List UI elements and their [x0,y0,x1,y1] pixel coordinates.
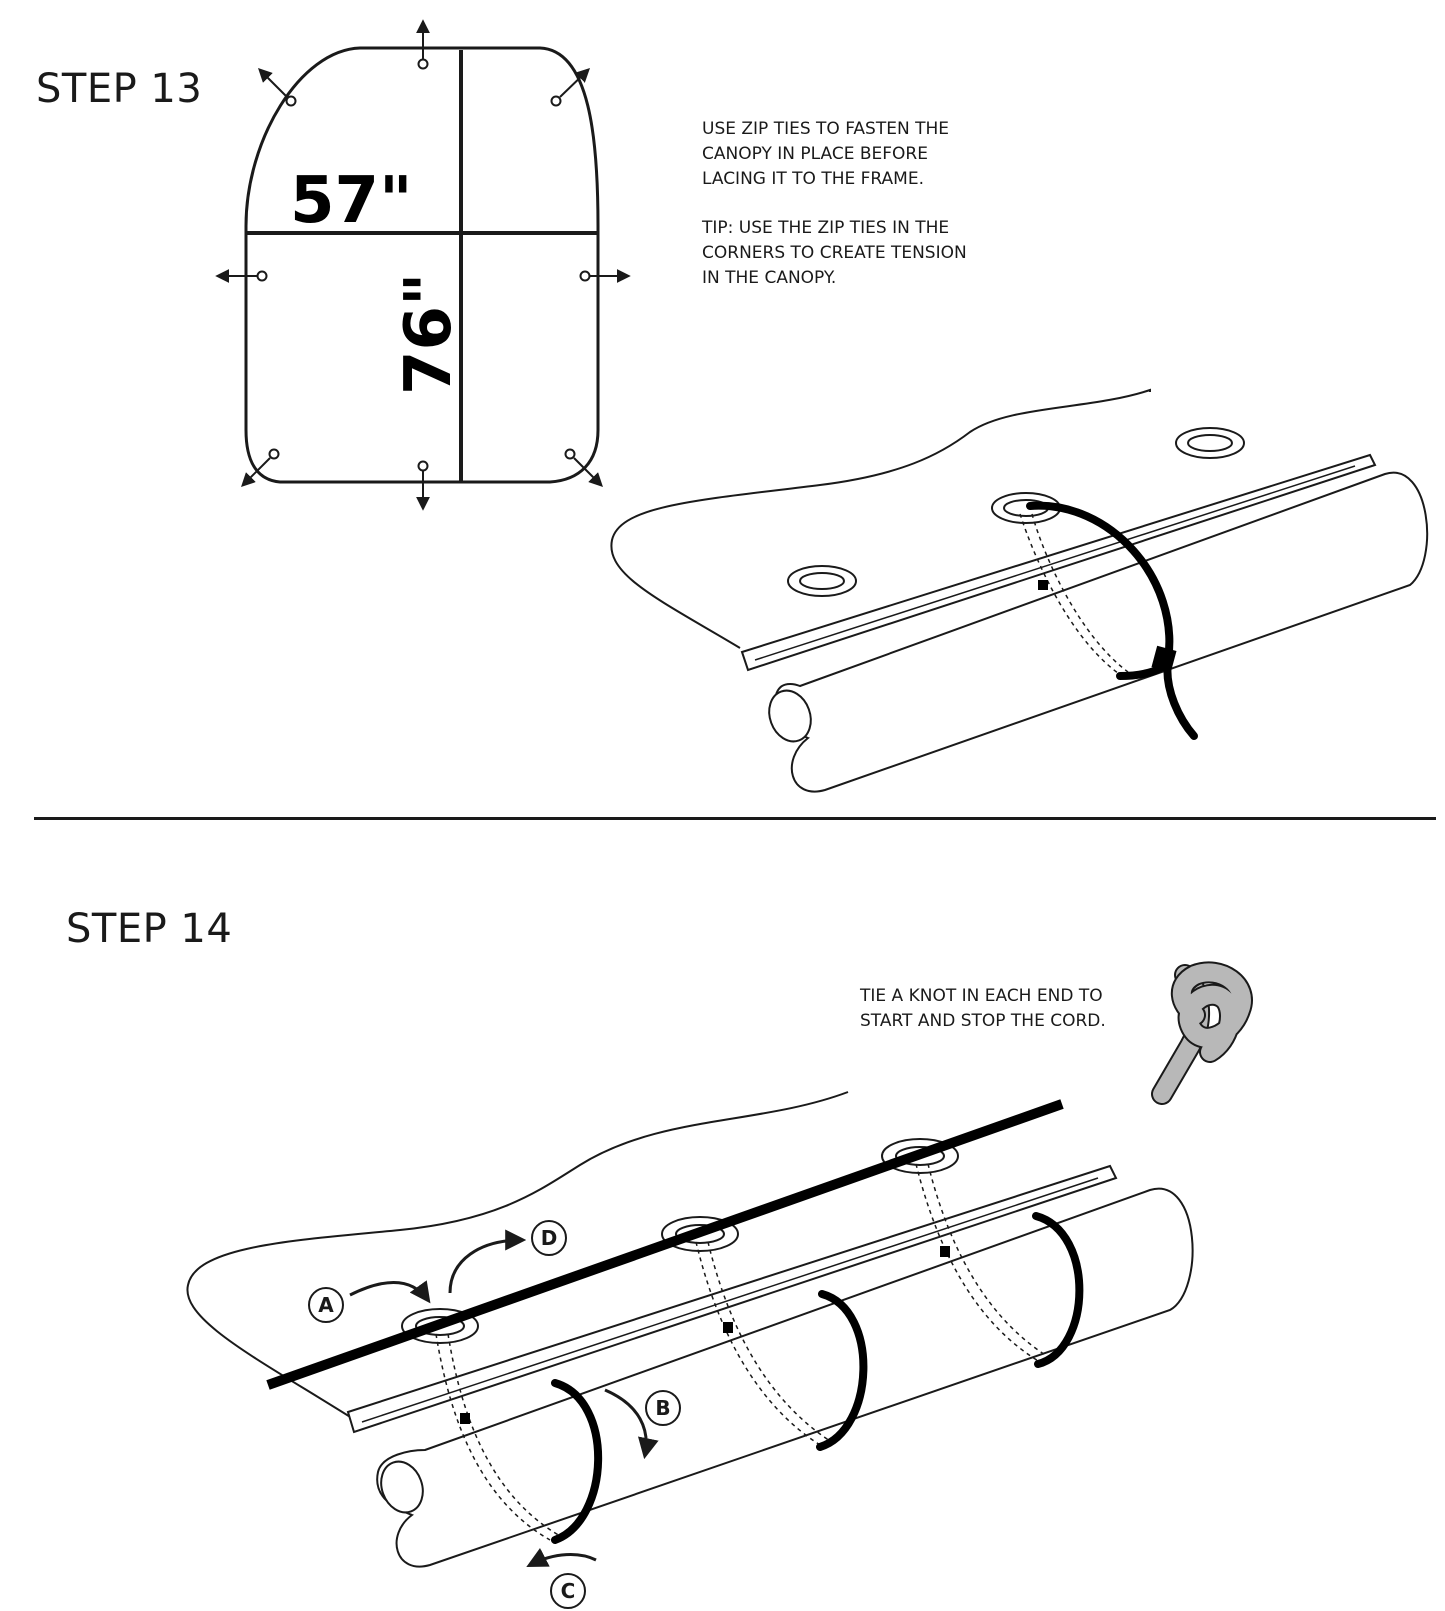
knot-icon [1151,961,1253,1105]
zip-tie-icon [610,388,1429,793]
length-dimension-label: 76" [392,273,466,395]
step-13-tip-line: CORNERS TO CREATE TENSION [702,243,967,263]
step-13-tip-line: TIP: USE THE ZIP TIES IN THE [702,218,950,238]
step-13-instruction-line: LACING IT TO THE FRAME. [702,169,924,189]
callout-c-label: C [561,1579,576,1603]
zip-tie-strap [1019,501,1198,740]
grommet-point [285,95,297,107]
grommet-point [550,95,562,107]
arrow-d-icon [448,1229,527,1294]
zip-tie-head [1151,645,1177,673]
grommet-point [417,58,429,70]
tube-end [768,689,812,743]
arrow-c-icon [526,1547,597,1567]
arrow-down-right-icon [573,457,603,487]
channel-notch [1038,580,1048,590]
step-13-instruction-line: USE ZIP TIES TO FASTEN THE [702,119,949,139]
arrow-up-right-icon [559,68,591,98]
step-13-title: STEP 13 [36,66,203,112]
grommet-point [564,448,576,460]
grommet-point [579,270,591,282]
canopy-fabric [186,1091,849,1421]
canopy-fabric [610,388,1151,649]
step-13-tip-line: IN THE CANOPY. [702,268,837,288]
step-13-instructions: USE ZIP TIES TO FASTEN THE CANOPY IN PLA… [702,117,949,192]
tube-end [380,1460,424,1514]
arrow-b-icon [604,1388,659,1460]
arrow-up-left-icon [258,68,288,98]
frame-tube [376,1187,1194,1568]
step-14-instruction-line: TIE A KNOT IN EACH END TO [860,986,1103,1006]
step-14-instructions: TIE A KNOT IN EACH END TO START AND STOP… [860,984,1106,1034]
step-13-instruction-line: CANOPY IN PLACE BEFORE [702,144,928,164]
grommet-point [417,460,429,472]
width-dimension-label: 57" [290,164,412,238]
lacing-cord-icon [186,1091,1194,1568]
callout-c: C [526,1547,597,1609]
section-divider [34,817,1436,820]
arrow-down-left-icon [241,457,271,487]
callout-a: A [308,1280,431,1323]
step-14-title: STEP 14 [66,906,233,952]
callout-b: B [604,1388,681,1460]
callout-d-label: D [541,1226,558,1250]
lacing-cord [266,1099,1084,1544]
step-14-instruction-line: START AND STOP THE CORD. [860,1011,1106,1031]
grommet-point [256,270,268,282]
step-13-tip: TIP: USE THE ZIP TIES IN THE CORNERS TO … [702,216,967,291]
canopy-outline-icon [244,46,600,484]
callout-b-label: B [655,1396,670,1420]
tension-arrows [215,19,631,511]
arrow-a-icon [349,1280,431,1304]
grommet-point [268,448,280,460]
callout-d: D [448,1220,567,1294]
callout-a-label: A [318,1293,334,1317]
